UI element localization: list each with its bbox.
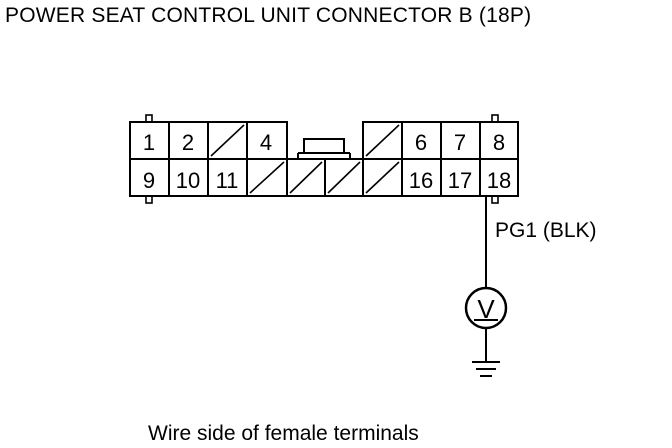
terminal-2: 2 — [182, 130, 194, 155]
terminal-11: 11 — [216, 168, 239, 193]
terminal-4: 4 — [260, 130, 272, 155]
terminal-16: 16 — [409, 168, 433, 193]
terminal-1: 1 — [143, 130, 155, 155]
wire-label: PG1 (BLK) — [495, 219, 597, 242]
page-title: POWER SEAT CONTROL UNIT CONNECTOR B (18P… — [5, 4, 532, 27]
empty-cavity-marks — [210, 124, 400, 194]
guide-tabs — [145, 114, 499, 204]
top-row-labels: 1 2 4 6 7 8 — [143, 130, 505, 155]
terminal-7: 7 — [454, 130, 466, 155]
locking-tab — [297, 138, 351, 159]
terminal-6: 6 — [415, 130, 427, 155]
caption: Wire side of female terminals — [148, 422, 419, 445]
bottom-row-labels: 9 10 11 16 17 18 — [143, 168, 511, 193]
ground-icon — [472, 361, 500, 377]
bottom-row-dividers — [168, 159, 481, 196]
terminal-17: 17 — [448, 168, 472, 193]
voltmeter-icon: V — [464, 286, 508, 330]
terminal-8: 8 — [493, 130, 505, 155]
terminal-10: 10 — [176, 168, 200, 193]
terminal-9: 9 — [143, 168, 155, 193]
voltmeter-symbol: V — [477, 294, 495, 324]
terminal-18: 18 — [487, 168, 511, 193]
top-row-dividers — [168, 122, 481, 159]
